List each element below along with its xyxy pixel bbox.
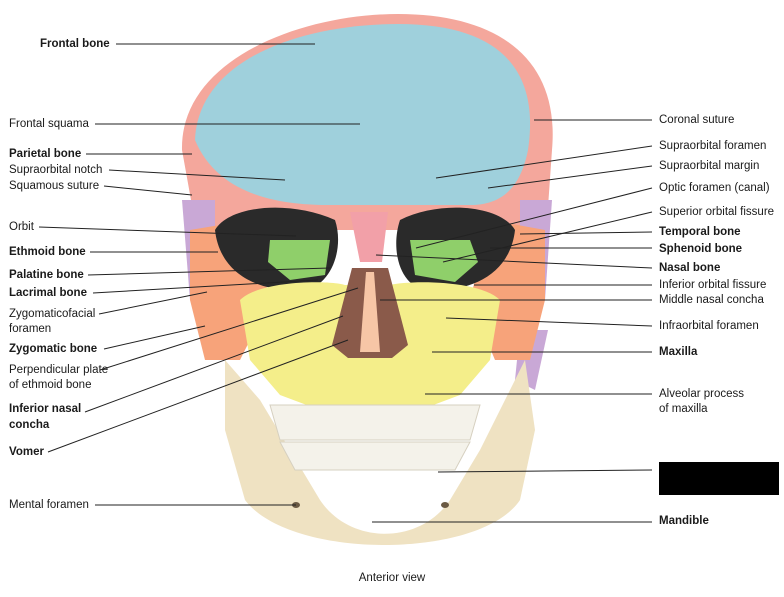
- label-vomer: Vomer: [9, 446, 44, 458]
- label-supraorbital-foramen: Supraorbital foramen: [659, 140, 767, 152]
- label-optic-foramen: Optic foramen (canal): [659, 182, 770, 194]
- label-zygomatic-bone: Zygomatic bone: [9, 343, 98, 355]
- label-ethmoid-bone: Ethmoid bone: [9, 246, 86, 258]
- label-perpendicular-line2: of ethmoid bone: [9, 379, 92, 391]
- label-orbit: Orbit: [9, 221, 34, 233]
- label-sphenoid-bone: Sphenoid bone: [659, 243, 743, 255]
- label-mental-foramen: Mental foramen: [9, 499, 89, 511]
- label-palatine-bone: Palatine bone: [9, 269, 84, 281]
- label-lacrimal-bone: Lacrimal bone: [9, 287, 87, 299]
- nasal-septum: [360, 272, 380, 352]
- lower-teeth: [279, 441, 471, 471]
- label-squamous-suture: Squamous suture: [9, 180, 100, 192]
- label-middle-nasal-concha: Middle nasal concha: [659, 294, 764, 306]
- label-mandible: Mandible: [659, 515, 709, 527]
- label-infraorbital-foramen: Infraorbital foramen: [659, 320, 759, 332]
- label-supraorbital-margin: Supraorbital margin: [659, 160, 760, 172]
- label-coronal-suture: Coronal suture: [659, 114, 735, 126]
- label-supraorbital-notch: Supraorbital notch: [9, 164, 103, 176]
- leader-lines: [38, 43, 653, 523]
- figure-caption: Anterior view: [358, 572, 426, 584]
- nasal-bone-shape: [350, 212, 388, 262]
- ethmoid-right: [410, 240, 478, 282]
- label-frontal-squama: Frontal squama: [9, 118, 89, 130]
- redaction-box: [659, 462, 779, 495]
- label-nasal-bone: Nasal bone: [659, 262, 721, 274]
- label-inferior-nasal-line2: concha: [9, 419, 50, 431]
- mandible-shape: [225, 360, 535, 545]
- label-superior-orbital-fissure: Superior orbital fissure: [659, 206, 775, 218]
- label-temporal-bone: Temporal bone: [659, 226, 741, 238]
- frontal-bone-shape: [195, 24, 531, 205]
- label-alveolar-line1: Alveolar process: [659, 388, 745, 400]
- label-parietal-bone: Parietal bone: [9, 148, 82, 160]
- upper-teeth: [269, 404, 481, 441]
- label-maxilla: Maxilla: [659, 346, 698, 358]
- label-zygomaticofacial-line1: Zygomaticofacial: [9, 308, 96, 320]
- label-inferior-nasal-line1: Inferior nasal: [9, 403, 82, 415]
- label-inferior-orbital-fissure: Inferior orbital fissure: [659, 279, 767, 291]
- label-frontal-bone: Frontal bone: [40, 38, 110, 50]
- label-alveolar-line2: of maxilla: [659, 403, 708, 415]
- label-perpendicular-line1: Perpendicular plate: [9, 364, 109, 376]
- mental-foramen-right: [441, 502, 449, 508]
- ethmoid-left: [268, 240, 330, 280]
- label-zygomaticofacial-line2: foramen: [9, 323, 52, 335]
